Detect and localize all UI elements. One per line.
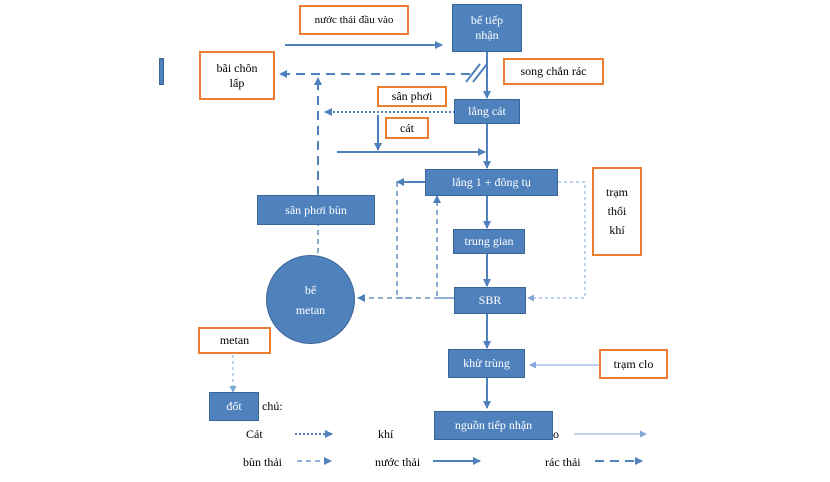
screen-bars-icon: [465, 63, 488, 83]
methane-tank-circle: bể metan: [266, 255, 355, 344]
methane-label: metan: [198, 327, 271, 354]
legend-air-text: khí: [378, 427, 394, 441]
sludge-flow-lines: [279, 70, 470, 225]
grit-chamber-box: lắng cát: [454, 99, 520, 124]
legend-wastewater-text: nước thải: [375, 455, 421, 469]
flow-sbr-return-sludge: [433, 195, 453, 299]
drying-bed-label: sân phơi: [377, 86, 447, 107]
settling-coagulation-box: lắng 1 + đông tụ: [425, 169, 558, 196]
legend-sludge-text: bùn thải: [243, 455, 282, 469]
flow-settling-sludge-down: [396, 182, 455, 299]
burn-box: đốt: [209, 392, 259, 421]
flow-blower-to-sbr: [527, 181, 586, 302]
thin-dashed-sludge-lines: [297, 182, 643, 465]
sand-label: cát: [385, 117, 429, 139]
disinfection-box: khử trùng: [448, 349, 525, 378]
air-flow-lines: [229, 181, 647, 438]
legend-sand-text: Cát: [246, 427, 263, 441]
wastewater-flow-lines: [285, 41, 491, 465]
blue-marker-bar: [159, 58, 164, 85]
intermediate-tank-box: trung gian: [453, 229, 525, 254]
receiving-tank-box: bể tiếp nhận: [452, 4, 522, 52]
legend-solid-waste-text: rác thải: [545, 455, 581, 469]
legend-o-fragment: o: [553, 427, 559, 441]
input-water-label: nước thải đầu vào: [299, 5, 409, 35]
landfill-label: bãi chôn lấp: [199, 51, 275, 100]
screen-label: song chắn rác: [503, 58, 604, 85]
blower-station-label: trạm thổi khí: [592, 167, 642, 256]
chlorine-station-label: trạm clo: [599, 349, 668, 379]
legend-title-fragment: chú:: [262, 399, 283, 413]
sbr-box: SBR: [454, 287, 526, 314]
sludge-drying-bed-box: sân phơi bùn: [257, 195, 375, 225]
sand-flow-lines: [295, 108, 455, 438]
outlet-box: nguồn tiếp nhận: [434, 411, 553, 440]
